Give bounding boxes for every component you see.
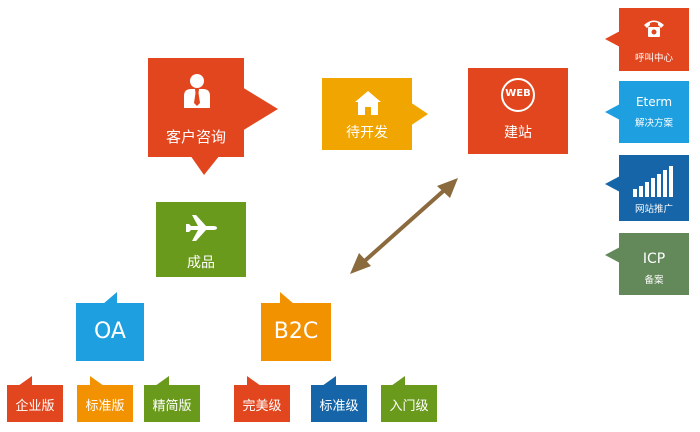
oa-edition-enterprise[interactable]: 企业版 (7, 385, 63, 422)
service-callcenter[interactable]: 呼叫中心 (619, 8, 689, 71)
consult-node[interactable]: 客户咨询 (148, 58, 244, 157)
consult-tail-bottom (190, 155, 220, 175)
b2c-edition-2-tail (322, 376, 336, 386)
oa-tail (103, 292, 117, 304)
product-node[interactable]: 成品 (156, 202, 246, 277)
callcenter-tail (605, 31, 620, 47)
house-icon (355, 91, 381, 115)
b2c-edition-entry[interactable]: 入门级 (381, 385, 437, 422)
b2c-node[interactable]: B2C (261, 303, 331, 361)
oa-node[interactable]: OA (76, 303, 144, 361)
promotion-label: 网站推广 (634, 204, 673, 215)
eterm-tail (605, 104, 620, 120)
icp-label: 备案 (644, 275, 664, 286)
oa-edition-lite[interactable]: 精简版 (144, 385, 200, 422)
oa-edition-1-tail (18, 376, 32, 386)
oa-edition-2-tail (90, 376, 104, 386)
develop-tail-right (410, 102, 428, 126)
oa-edition-3-tail (155, 376, 169, 386)
oa-edition-standard[interactable]: 标准版 (77, 385, 133, 422)
b2c-edition-1-tail (247, 376, 261, 386)
person-tie-icon (184, 74, 210, 108)
web-badge: WEB (501, 78, 535, 112)
service-eterm[interactable]: Eterm 解决方案 (619, 81, 689, 143)
develop-node[interactable]: 待开发 (322, 78, 412, 150)
icp-tail (605, 247, 620, 263)
service-promotion[interactable]: 网站推广 (619, 155, 689, 221)
product-label: 成品 (187, 255, 215, 271)
consult-tail-right (242, 87, 278, 131)
develop-label: 待开发 (346, 125, 388, 141)
eterm-title: Eterm (635, 95, 673, 109)
signal-bars-icon (633, 166, 673, 197)
airplane-icon (186, 215, 217, 241)
oa-label: OA (94, 319, 126, 344)
b2c-label: B2C (273, 319, 319, 344)
b2c-edition-standard[interactable]: 标准级 (311, 385, 367, 422)
service-icp[interactable]: ICP 备案 (619, 233, 689, 295)
consult-label: 客户咨询 (165, 128, 226, 146)
b2c-tail (280, 292, 294, 304)
b2c-edition-3-tail (391, 376, 405, 386)
eterm-label: 解决方案 (634, 118, 673, 129)
promotion-tail (605, 176, 620, 192)
web-node[interactable]: WEB 建站 (468, 68, 568, 154)
telephone-icon (644, 20, 664, 37)
icp-title: ICP (642, 251, 666, 267)
callcenter-label: 呼叫中心 (634, 53, 673, 64)
web-label: 建站 (504, 125, 532, 141)
b2c-edition-perfect[interactable]: 完美级 (234, 385, 290, 422)
